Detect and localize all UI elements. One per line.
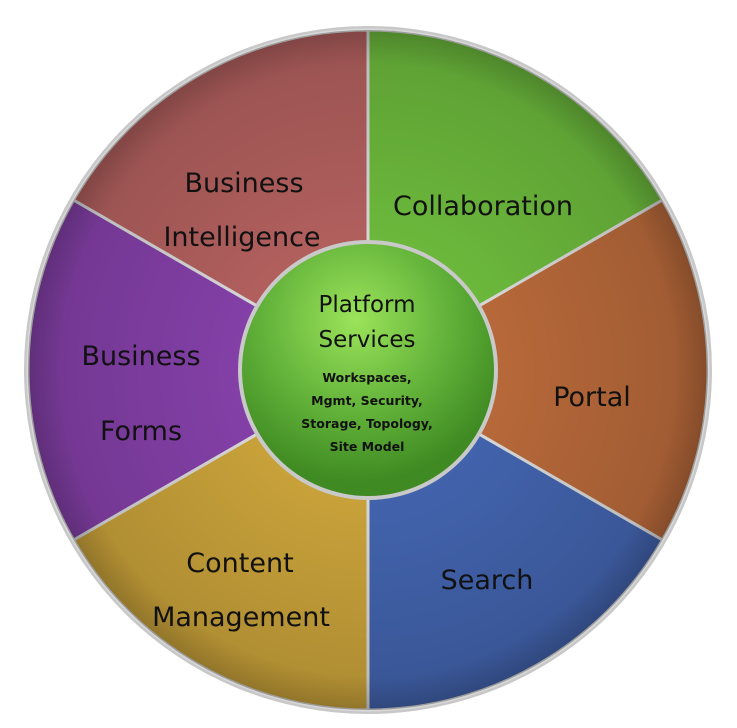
core-title: Services	[319, 327, 416, 353]
segment-search[interactable]: Search	[441, 565, 534, 596]
segment-content-management[interactable]: Content Management	[152, 548, 330, 633]
core-subtitle: Site Model	[330, 439, 405, 454]
core-platform-services: Platform Services Workspaces, Mgmt, Secu…	[301, 292, 432, 454]
core-circle[interactable]	[242, 244, 494, 496]
segment-label: Intelligence	[163, 222, 320, 253]
segment-label: Management	[152, 602, 330, 633]
segment-label: Content	[186, 548, 293, 579]
segment-business-forms[interactable]: Business Forms	[81, 341, 200, 447]
segment-label: Business	[81, 341, 200, 372]
segment-portal[interactable]: Portal	[553, 382, 631, 413]
core-subtitle: Mgmt, Security,	[311, 393, 423, 408]
segment-label: Search	[441, 565, 534, 596]
core-title: Platform	[319, 292, 416, 318]
segment-label: Business	[184, 168, 303, 199]
segment-label: Portal	[553, 382, 631, 413]
core-subtitle: Storage, Topology,	[301, 416, 432, 431]
segment-business-intelligence[interactable]: Business Intelligence	[163, 168, 320, 253]
core-subtitle: Workspaces,	[322, 370, 411, 385]
segment-collaboration[interactable]: Collaboration	[393, 191, 573, 222]
segment-label: Collaboration	[393, 191, 573, 222]
segment-label: Forms	[100, 416, 182, 447]
